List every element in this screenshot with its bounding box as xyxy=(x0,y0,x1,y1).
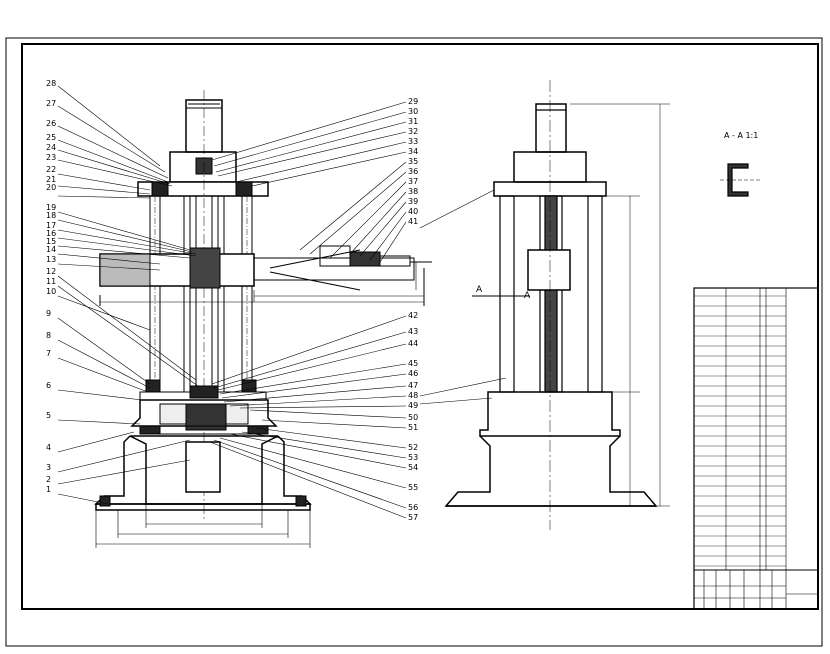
part-label-right: 44 xyxy=(408,339,418,348)
part-label-right: 52 xyxy=(408,443,418,452)
part-label-right: 37 xyxy=(408,177,418,186)
part-label-left: 5 xyxy=(46,411,51,420)
part-label-left: 26 xyxy=(46,119,56,128)
part-label-right: 36 xyxy=(408,167,418,176)
section-label-a-right: A xyxy=(524,291,531,301)
part-label-left: 25 xyxy=(46,133,56,142)
part-label-left: 7 xyxy=(46,349,51,358)
part-label-right: 48 xyxy=(408,391,418,400)
part-label-right: 51 xyxy=(408,423,418,432)
part-label-left: 23 xyxy=(46,153,56,162)
part-label-right: 49 xyxy=(408,401,418,410)
title-block-rows xyxy=(694,295,786,567)
part-label-right: 34 xyxy=(408,147,418,156)
part-label-left: 2 xyxy=(46,475,51,484)
part-label-left: 24 xyxy=(46,143,56,152)
part-label-left: 10 xyxy=(46,287,56,296)
part-label-right: 57 xyxy=(408,513,418,522)
part-label-right: 55 xyxy=(408,483,418,492)
part-label-right: 53 xyxy=(408,453,418,462)
part-label-right: 46 xyxy=(408,369,418,378)
part-label-right: 56 xyxy=(408,503,418,512)
part-label-right: 32 xyxy=(408,127,418,136)
part-label-left: 13 xyxy=(46,255,56,264)
part-label-left: 22 xyxy=(46,165,56,174)
sheet-inner-border xyxy=(21,43,819,610)
sheet-outer-border xyxy=(5,37,823,647)
part-label-left: 27 xyxy=(46,99,56,108)
part-label-left: 20 xyxy=(46,183,56,192)
part-label-left: 4 xyxy=(46,443,51,452)
part-label-left: 3 xyxy=(46,463,51,472)
part-number-labels-right: 29 30 31 32 33 34 35 36 37 38 39 40 41 4… xyxy=(408,97,418,522)
part-label-left: 6 xyxy=(46,381,51,390)
section-detail xyxy=(720,163,760,197)
title-block xyxy=(693,287,819,610)
part-label-left: 17 xyxy=(46,221,56,230)
part-label-left: 19 xyxy=(46,203,56,212)
part-label-left: 11 xyxy=(46,277,56,286)
part-label-left: 15 xyxy=(46,237,56,246)
part-label-right: 42 xyxy=(408,311,418,320)
front-section-view xyxy=(94,90,432,548)
part-label-left: 14 xyxy=(46,245,56,254)
section-label-a-left: A xyxy=(476,285,483,295)
part-label-left: 1 xyxy=(46,485,51,494)
part-label-right: 31 xyxy=(408,117,418,126)
part-label-left: 18 xyxy=(46,211,56,220)
part-label-right: 41 xyxy=(408,217,418,226)
part-label-right: 47 xyxy=(408,381,418,390)
part-label-right: 54 xyxy=(408,463,418,472)
part-label-left: 28 xyxy=(46,79,56,88)
part-label-right: 35 xyxy=(408,157,418,166)
part-label-right: 39 xyxy=(408,197,418,206)
part-label-right: 29 xyxy=(408,97,418,106)
section-title: A - A 1:1 xyxy=(724,131,758,140)
part-label-right: 38 xyxy=(408,187,418,196)
part-label-right: 40 xyxy=(408,207,418,216)
side-view xyxy=(419,80,670,530)
part-number-labels-left: 28 27 26 25 24 23 22 21 20 19 18 17 16 1… xyxy=(46,79,56,494)
part-label-left: 16 xyxy=(46,229,56,238)
part-label-left: 9 xyxy=(46,309,51,318)
part-label-right: 30 xyxy=(408,107,418,116)
part-label-left: 21 xyxy=(46,175,56,184)
part-label-right: 33 xyxy=(408,137,418,146)
leader-lines-left xyxy=(57,85,199,505)
part-label-right: 43 xyxy=(408,327,418,336)
part-label-left: 12 xyxy=(46,267,56,276)
leader-lines-right xyxy=(209,101,407,519)
part-label-right: 50 xyxy=(408,413,418,422)
part-label-right: 45 xyxy=(408,359,418,368)
part-label-left: 8 xyxy=(46,331,51,340)
